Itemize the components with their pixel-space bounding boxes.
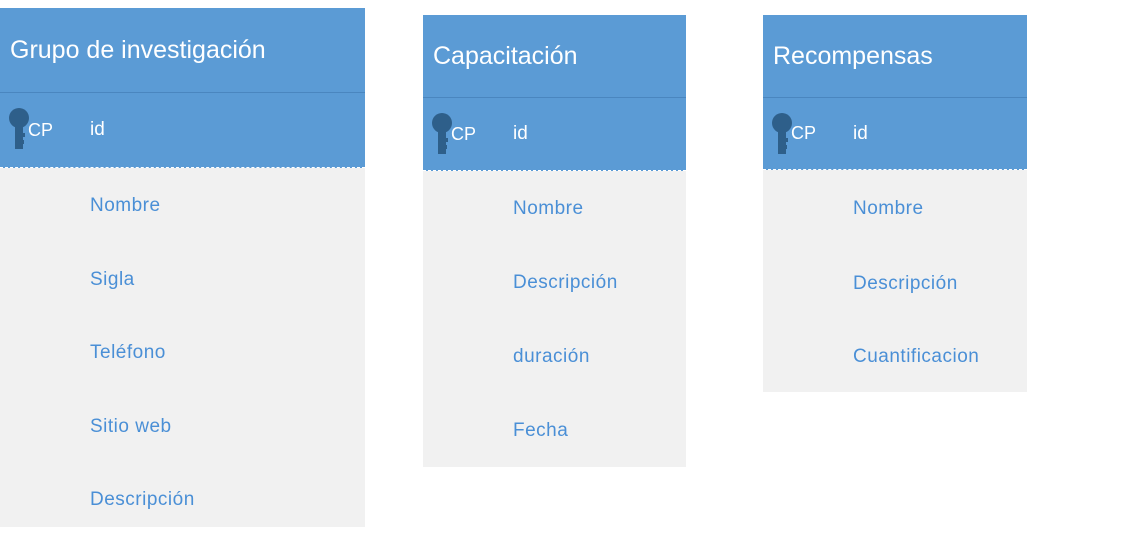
attribute-item: Sitio web (90, 415, 172, 437)
primary-key-tag: CP (791, 123, 817, 143)
primary-key-row: CP id (763, 97, 1027, 170)
attribute-list: Nombre Descripción Cuantificacion (763, 170, 1027, 392)
primary-key-tag: CP (451, 123, 477, 144)
primary-key-field: id (853, 122, 868, 144)
entity-capacitacion: Capacitación CP id Nombre Descripción du… (423, 15, 686, 467)
entity-title: Grupo de investigación (0, 8, 365, 92)
primary-key-row: CP id (0, 92, 365, 168)
attribute-list: Nombre Descripción duración Fecha (423, 171, 686, 467)
attribute-item: Descripción (513, 272, 618, 293)
attribute-item: Sigla (90, 268, 135, 290)
attribute-item: Descripción (853, 273, 958, 294)
attribute-item: Cuantificacion (853, 345, 980, 367)
primary-key-field: id (513, 123, 528, 144)
attribute-list: Nombre Sigla Teléfono Sitio web Descripc… (0, 168, 365, 527)
key-icon (8, 107, 30, 151)
entity-title: Capacitación (423, 15, 686, 97)
attribute-item: Nombre (853, 197, 924, 219)
entity-grupo-de-investigacion: Grupo de investigación CP id Nombre Sigl… (0, 8, 365, 527)
entity-title: Recompensas (763, 15, 1027, 97)
key-icon (431, 112, 453, 156)
attribute-item: Nombre (90, 194, 161, 216)
attribute-item: Descripción (90, 489, 195, 510)
attribute-item: duración (513, 346, 590, 367)
key-icon (771, 112, 793, 156)
primary-key-tag: CP (28, 119, 54, 140)
attribute-item: Teléfono (90, 341, 166, 363)
primary-key-row: CP id (423, 97, 686, 171)
attribute-item: Nombre (513, 197, 584, 219)
entity-recompensas: Recompensas CP id Nombre Descripción Cua… (763, 15, 1027, 392)
attribute-item: Fecha (513, 419, 569, 441)
primary-key-field: id (90, 119, 105, 140)
